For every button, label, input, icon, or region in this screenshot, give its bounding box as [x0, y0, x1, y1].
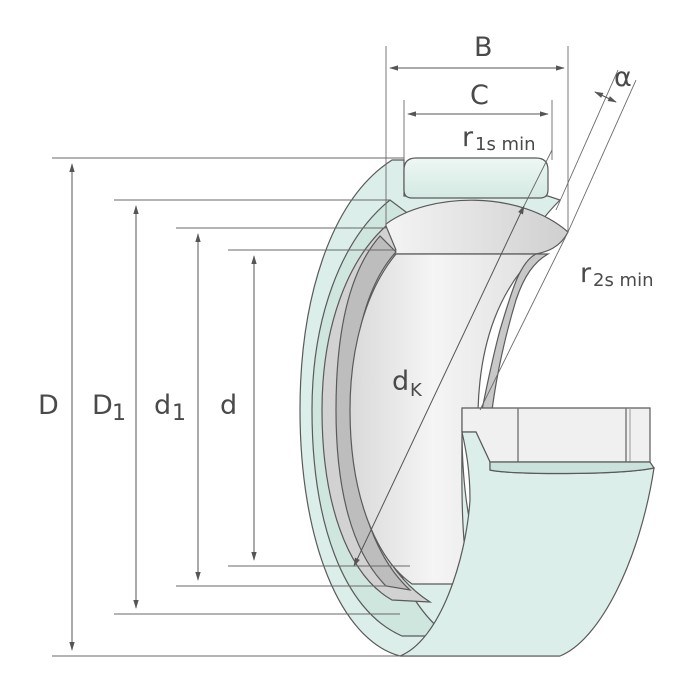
label-B: B — [474, 32, 493, 63]
label-C: C — [470, 80, 489, 111]
outer-ring-section — [403, 157, 549, 199]
label-D: D — [38, 390, 59, 421]
outer-ring-cutaway-top — [461, 407, 651, 463]
label-r1s-sub: 1s min — [475, 134, 536, 155]
label-d: d — [220, 390, 237, 421]
label-D1-main: D — [92, 390, 113, 421]
outer-ring-cutaway-top-face — [489, 461, 655, 475]
label-D1-sub: 1 — [112, 401, 126, 426]
label-r2s-main: r — [580, 258, 592, 289]
label-r2s-sub: 2s min — [593, 270, 654, 291]
label-dK-main: d — [392, 366, 409, 397]
label-d1-main: d — [154, 390, 171, 421]
label-alpha: α — [614, 62, 632, 93]
label-dK-sub: K — [410, 380, 423, 401]
label-d1-sub: 1 — [172, 401, 186, 426]
label-r1s-main: r — [462, 122, 474, 153]
